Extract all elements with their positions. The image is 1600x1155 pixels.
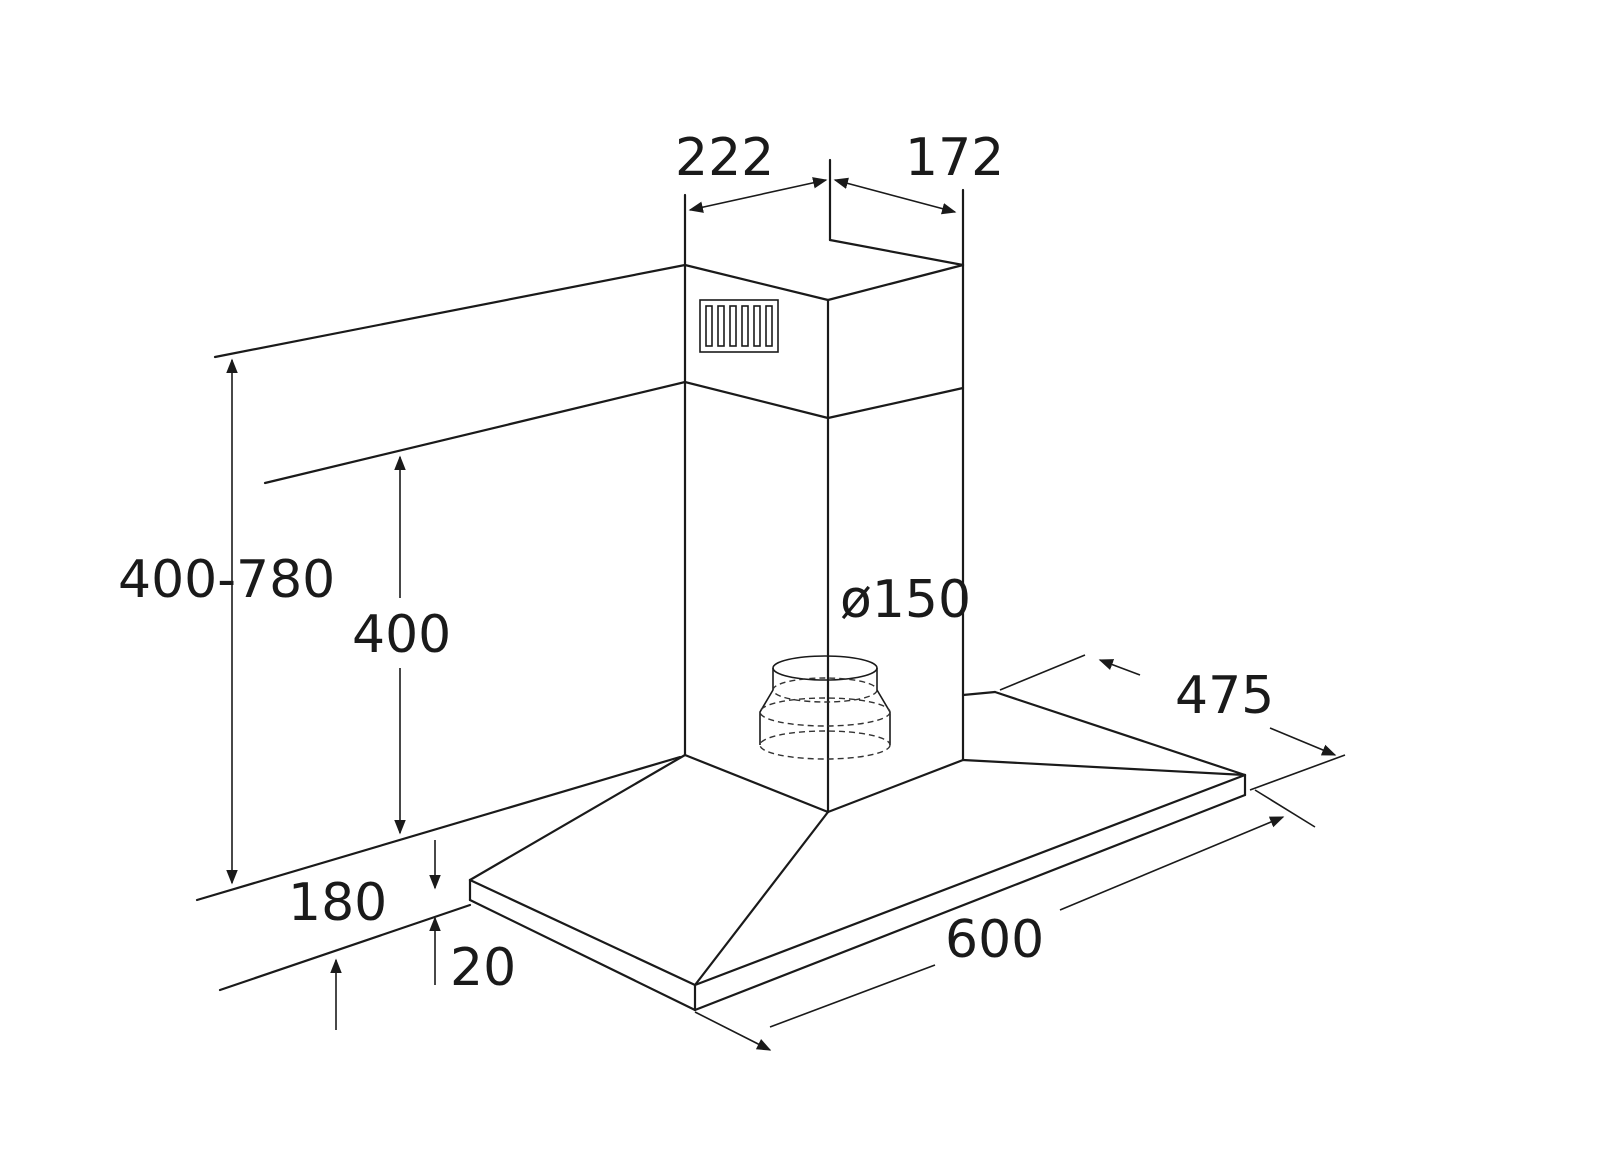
label-chimney-min: 400: [352, 605, 451, 665]
label-chimney-depth: 172: [905, 128, 1004, 188]
label-hood-width: 600: [945, 910, 1044, 970]
chimney: [683, 158, 965, 814]
label-hood-height: 180: [288, 873, 387, 933]
wall-lines: [195, 263, 687, 992]
label-rim-thickness: 20: [450, 938, 516, 998]
label-chimney-width: 222: [675, 128, 774, 188]
label-hood-depth: 475: [1175, 666, 1274, 726]
label-duct-diameter: ø150: [840, 570, 971, 630]
dimension-lines: [226, 177, 1346, 1051]
vent-grille-icon: [699, 299, 779, 353]
label-total-height: 400-780: [118, 550, 335, 610]
dimension-labels: 222 172 400-780 400 ø150 475 600 180 20: [118, 128, 1274, 998]
duct-collar: [759, 655, 891, 760]
hood-body: [468, 690, 1247, 1012]
